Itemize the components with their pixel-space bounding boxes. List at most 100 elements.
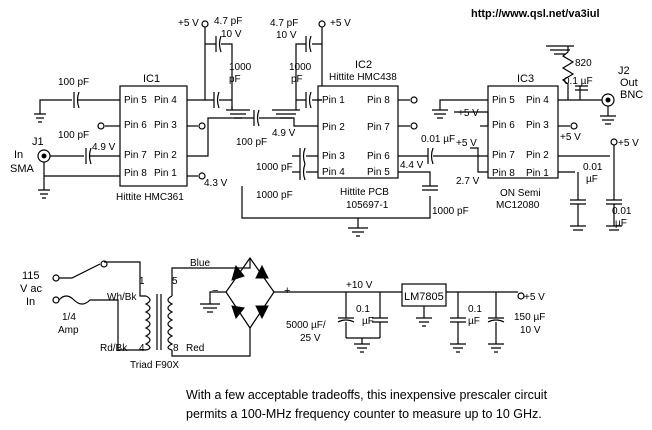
cap-1000pf-c-icon [292, 147, 318, 165]
ic3-pin7: Pin 7 [492, 150, 515, 161]
c150-2: 10 V [520, 325, 541, 336]
ic3-pin5-wire [432, 99, 488, 119]
supply-node-out [517, 292, 525, 300]
ic3-maker: ON Semi [500, 188, 541, 199]
bridge-rectifier-icon [225, 256, 275, 330]
v10-a: 10 V [221, 29, 242, 40]
vac-115: 115 [22, 270, 40, 282]
tx-pin8: 8 [173, 343, 179, 354]
ic3-pin8: Pin 8 [492, 168, 515, 179]
ic3-label: IC3 [517, 73, 534, 85]
cap-47pf-b-icon [295, 35, 322, 110]
ic3-pin2-1-wire [558, 155, 610, 173]
diode-b [255, 264, 269, 279]
c5000-2: 25 V [300, 333, 321, 344]
cap-100pf-c-icon [253, 109, 318, 127]
c01-a-1: 0.1 [356, 304, 370, 315]
supply-node-e [610, 138, 618, 146]
c001-a: 0.01 µF [421, 134, 455, 145]
caption-line-2: permits a 100-MHz frequency counter to m… [186, 407, 542, 421]
tx-pin5: 5 [172, 276, 178, 287]
ground-c-icon [348, 218, 368, 237]
ground-b-icon [272, 109, 300, 119]
c001-c-2: µF [615, 218, 627, 229]
ic1-pin7: Pin 7 [124, 150, 147, 161]
ic2-pin3: Pin 3 [322, 151, 345, 162]
c001-c-1: 0.01 [612, 206, 632, 217]
vac-label: V ac [20, 283, 43, 295]
diode-c [231, 305, 245, 320]
cap-1000pf-e-icon [398, 171, 438, 191]
tx-blue-wire [171, 258, 251, 296]
plus5-e: +5 V [560, 132, 581, 143]
v44: 4.4 V [400, 160, 424, 171]
tx-red-wire [171, 328, 251, 357]
ground-bridge-icon [200, 291, 226, 313]
c1000-b-1: 1000 [289, 62, 312, 73]
ic1-pin6: Pin 6 [124, 120, 147, 131]
ic1-pin2-wire [187, 117, 254, 157]
transformer-primary-icon [144, 295, 151, 351]
ic3-pin3: Pin 3 [526, 120, 549, 131]
ic3: IC3 Pin 5 Pin 6 Pin 7 Pin 8 Pin 4 Pin 3 … [487, 73, 559, 211]
ic3-pin2: Pin 2 [526, 150, 549, 161]
bridge-plus: + [284, 285, 290, 297]
j1-sma-label: SMA [10, 163, 35, 175]
ic2-bypass-wire [241, 186, 431, 219]
tx-red: Red [186, 343, 204, 354]
diode-d [255, 305, 269, 320]
transformer-core [156, 294, 162, 350]
c01-b-2: µF [468, 316, 480, 327]
ground-e-icon [450, 338, 466, 353]
vac-in: In [26, 296, 35, 308]
supply-node-a [201, 20, 209, 28]
ic1-pin3: Pin 3 [154, 120, 177, 131]
j1-wire [38, 155, 120, 199]
ac-terminal-a [52, 274, 60, 282]
v49-a: 4.9 V [92, 142, 116, 153]
j1-in-label: In [14, 149, 23, 161]
cap-01-a-icon [372, 292, 388, 338]
ic3-pin8-wire [470, 147, 488, 173]
ic2: IC2 Hittite HMC438 Pin 1 Pin 2 Pin 3 Pin… [317, 59, 399, 211]
ground-reg-icon [416, 306, 432, 327]
bridge-minus: − [212, 285, 218, 297]
cap-150-icon [487, 292, 505, 338]
ic3-part: MC12080 [496, 200, 540, 211]
fuse-rating-1: 1/4 [62, 312, 76, 323]
cap-01-out-icon [575, 85, 588, 100]
figure-caption: With a few acceptable tradeoffs, this in… [186, 386, 636, 424]
ic1-pin1-nc [198, 172, 206, 180]
plus10: +10 V [346, 280, 373, 291]
c001-b-2: µF [586, 174, 598, 185]
ic1-body [119, 85, 188, 187]
ground-d-icon [346, 337, 380, 353]
transformer-secondary-icon [167, 295, 174, 351]
ic1-pin5: Pin 5 [124, 95, 147, 106]
source-url: http://www.qsl.net/va3iul [471, 8, 600, 20]
tx-pin4: 4 [139, 343, 145, 354]
plus5-out: +5 V [524, 292, 545, 303]
j2-out-label: Out [620, 77, 638, 89]
ic2-part: Hittite HMC438 [329, 72, 397, 83]
cap-1000pf-b-icon [296, 91, 322, 109]
ic3-pin5: Pin 5 [492, 95, 515, 106]
cap-100pf-a-label: 100 pF [58, 77, 89, 88]
ic1-pin3-nc [198, 122, 206, 130]
ground-a-icon [226, 109, 250, 119]
ic2-pin8: Pin 8 [367, 95, 390, 106]
ic1: IC1 Pin 5 Pin 6 Pin 7 Pin 8 Pin 4 Pin 3 … [116, 73, 188, 203]
cap-01-b-icon [450, 292, 466, 338]
cap-100pf-a-icon [73, 91, 80, 109]
ac-terminal-b [52, 296, 60, 304]
ic1-part: Hittite HMC361 [116, 192, 184, 203]
c47pf-b: 4.7 pF [270, 18, 298, 29]
cap-001-a-icon [398, 147, 488, 165]
j2-center [605, 97, 611, 103]
triad: Triad F90X [130, 360, 179, 371]
c1000-d: 1000 pF [256, 190, 293, 201]
ic1-pin4-wire [187, 86, 206, 101]
j2-bnc-label: BNC [620, 89, 643, 101]
c01-a-2: µF [362, 316, 374, 327]
